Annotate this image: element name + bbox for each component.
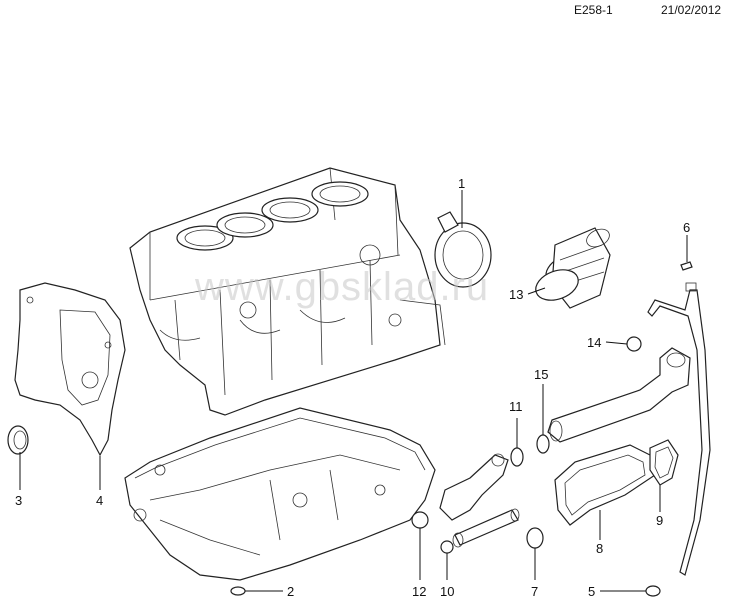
part-14-oring [626, 336, 642, 352]
part-9-gasket [649, 439, 679, 486]
part-12-oring [411, 511, 429, 529]
part-4-cover-gasket [14, 282, 126, 457]
part-11-oring [510, 447, 524, 467]
part-15-oring [536, 434, 550, 454]
callout-9: 9 [656, 513, 663, 528]
watermark: www.gbsklad.ru [194, 265, 489, 309]
callout-11: 11 [509, 399, 523, 414]
diagram-code: E258-1 [574, 3, 613, 17]
oil-pipe [547, 347, 691, 443]
part-10-oring [440, 540, 454, 554]
part-7-oring [526, 527, 544, 549]
callout-12: 12 [412, 584, 426, 599]
callout-15: 15 [534, 367, 548, 382]
callout-14: 14 [587, 335, 601, 350]
callout-8: 8 [596, 541, 603, 556]
part-1-rear-seal [434, 211, 492, 288]
pipe-elbow [439, 453, 520, 548]
part-5-oring [645, 585, 661, 597]
callout-3: 3 [15, 493, 22, 508]
callout-4: 4 [96, 493, 103, 508]
callout-2: 2 [287, 584, 294, 599]
callout-10: 10 [440, 584, 454, 599]
callout-5: 5 [588, 584, 595, 599]
callout-13: 13 [509, 287, 523, 302]
part-13-filter-cap [535, 227, 611, 309]
callout-7: 7 [531, 584, 538, 599]
callout-6: 6 [683, 220, 690, 235]
part-6-dipstick-tube [647, 261, 711, 576]
engine-block [129, 167, 446, 416]
part-3-seal [7, 425, 29, 455]
oil-pan [124, 407, 436, 581]
part-2-drain-plug [230, 586, 246, 596]
leader-lines [19, 190, 688, 592]
diagram-date: 21/02/2012 [661, 3, 722, 17]
part-8-housing-gasket [554, 444, 656, 526]
callout-1: 1 [458, 176, 465, 191]
callout-labels: 1 2 3 4 5 6 7 8 9 10 11 12 13 14 15 [15, 176, 690, 599]
